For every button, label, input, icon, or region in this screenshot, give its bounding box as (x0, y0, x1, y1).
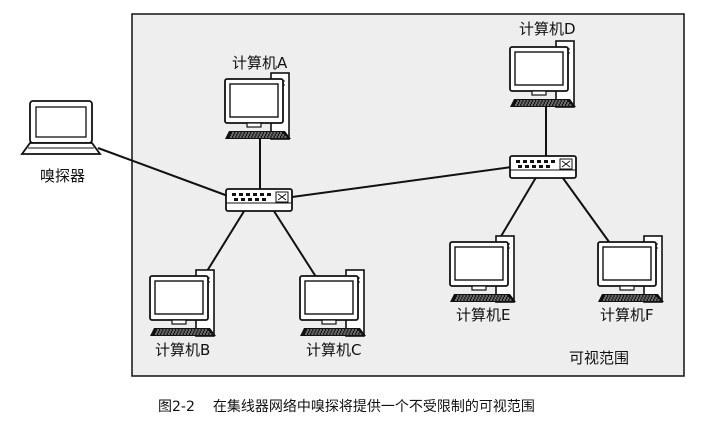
figure-caption-text: 在集线器网络中嗅探将提供一个不受限制的可视范围 (212, 399, 535, 415)
connection-lines (97, 100, 613, 281)
link-hub-left-hub-right (291, 166, 513, 198)
link-sniffer-hub-left (97, 147, 229, 197)
computer-e-label: 计算机E (456, 306, 511, 324)
computer-a-label: 计算机A (232, 54, 288, 72)
computer-d-label: 计算机D (519, 20, 576, 38)
computer-b-label: 计算机B (155, 341, 211, 359)
figure-number: 图2-2 (158, 399, 195, 415)
hub-left-icon (225, 188, 293, 212)
computer-c-label: 计算机C (306, 341, 362, 359)
sniffer-label: 嗅探器 (40, 167, 86, 185)
link-hub-left-b (203, 207, 247, 277)
visible-range-label: 可视范围 (569, 349, 630, 367)
link-hub-left-c (271, 207, 319, 281)
sniffer-laptop-icon (20, 100, 102, 155)
hub-right-icon (509, 155, 577, 179)
figure-caption: 图2-2 在集线器网络中嗅探将提供一个不受限制的可视范围 (158, 398, 535, 416)
computer-f-label: 计算机F (600, 306, 654, 324)
link-hub-right-f (559, 173, 613, 247)
link-hub-right-e (499, 173, 539, 239)
